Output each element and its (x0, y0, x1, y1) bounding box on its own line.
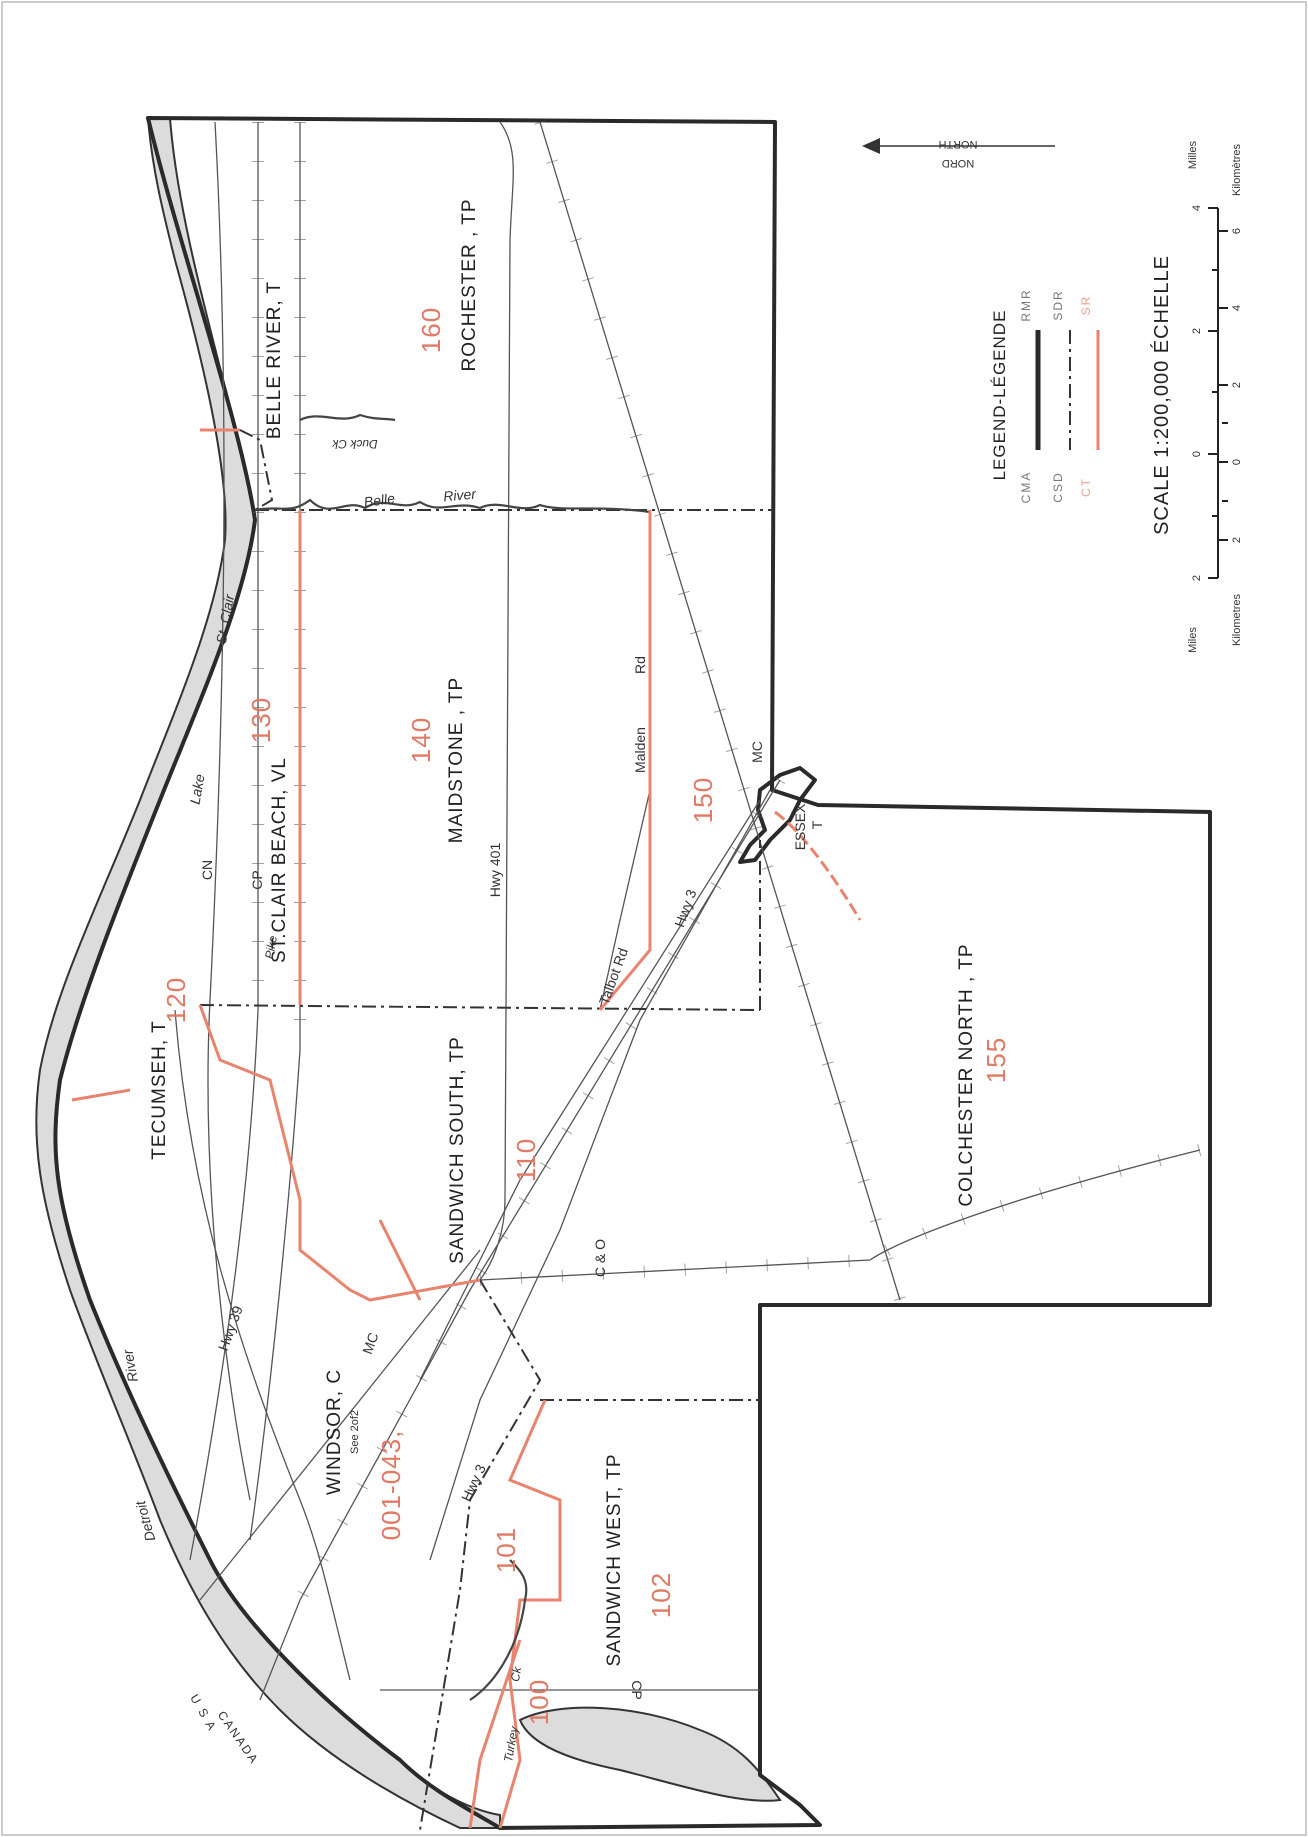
ct-110: 110 (511, 1138, 541, 1182)
railway-hwy3-rail (419, 799, 761, 1381)
label-mc-west: MC (359, 1330, 381, 1356)
road-north-parallel (207, 121, 251, 1501)
belle-river-stream (254, 498, 651, 514)
road-west-diag (199, 1249, 481, 1601)
label-belle: Belle (363, 490, 396, 510)
railway-cn (249, 122, 301, 1541)
label-canada: CANADA (215, 1708, 262, 1767)
scale-miles-label: Miles (1187, 627, 1199, 653)
ct-102: 102 (646, 1572, 676, 1618)
legend-title: LEGEND-LÉGENDE (990, 310, 1009, 481)
river-island (518, 1706, 782, 1802)
label-st-clair: St. Clair (213, 592, 238, 645)
label-malden-rd: Rd (632, 656, 648, 674)
ct-160: 160 (416, 307, 446, 353)
label-sandwich-south: SANDWICH SOUTH, TP (447, 1036, 468, 1264)
label-pike-ck: Pike (262, 934, 280, 960)
scale-km-0: 0 (1231, 459, 1243, 465)
label-tecumseh: TECUMSEH, T (149, 1020, 170, 1159)
label-co: C & O (592, 1239, 608, 1277)
road-hwy39 (174, 1009, 351, 1681)
label-hwy3-west: Hwy 3 (458, 1462, 489, 1504)
label-detroit: Detroit (132, 1498, 158, 1543)
ct-boundary-essex (774, 810, 862, 921)
scale-mile-2: 2 (1191, 575, 1203, 581)
label-turkey: Turkey (501, 1724, 521, 1763)
label-st-clair-beach: ST.CLAIR BEACH, VL (269, 757, 290, 963)
label-essex-type: T (809, 820, 825, 829)
legend-ct-en: CT (1079, 477, 1093, 497)
ct-130: 130 (246, 697, 276, 743)
label-windsor-note: See 2of2 (349, 1410, 361, 1454)
label-colchester-north: COLCHESTER NORTH , TP (956, 943, 977, 1206)
ct-155: 155 (981, 1037, 1011, 1083)
railway-cp (189, 122, 259, 1561)
scale-bar: SCALE 1:200,000 ÉCHELLE 2 0 2 4 2 0 2 4 … (1150, 140, 1243, 652)
scale-km-2: 2 (1231, 537, 1243, 543)
nord-label: NORD (942, 157, 974, 169)
label-essex: ESSEX, (792, 800, 808, 851)
legend-ct-fr: SR (1079, 295, 1093, 316)
label-cn: CN (199, 860, 215, 880)
scale-km-2b: 2 (1231, 382, 1243, 388)
legend-cma-en: CMA (1019, 471, 1033, 504)
scale-km-6: 6 (1231, 228, 1243, 234)
label-windsor: WINDSOR, C (324, 1369, 345, 1495)
csd-boundary-belle-river (239, 429, 274, 511)
scale-mile-4: 4 (1191, 205, 1203, 211)
scale-mile-0: 0 (1191, 451, 1203, 457)
scale-title: SCALE 1:200,000 ÉCHELLE (1150, 255, 1173, 535)
legend-csd-fr: SDR (1051, 289, 1065, 320)
label-usa: U S A (187, 1692, 219, 1734)
csd-boundary-windsor (419, 1279, 542, 1831)
label-cp-south: CP (629, 1680, 645, 1699)
ct-140: 140 (406, 717, 436, 763)
ct-120: 120 (161, 977, 191, 1023)
label-river: River (119, 1347, 141, 1383)
road-hwy3 (429, 789, 771, 1561)
label-rochester: ROCHESTER , TP (459, 198, 480, 371)
ct-001-043: 001-043, (376, 1430, 406, 1541)
north-arrow: NORTH NORD (862, 138, 1055, 169)
label-mc-east: MC (749, 741, 765, 763)
label-cp-north: CP (249, 870, 265, 889)
label-belle-river-stream: River (443, 486, 478, 505)
ct-100: 100 (524, 1679, 554, 1725)
scale-km-label-fr: Kilomètres (1231, 144, 1243, 196)
road-hwy401 (479, 121, 514, 1281)
turkey-creek (469, 1559, 528, 1701)
label-hwy401: Hwy 401 (487, 843, 503, 898)
cma-boundary (53, 116, 1212, 1830)
scale-km-4: 4 (1231, 305, 1243, 311)
legend-csd-en: CSD (1051, 471, 1065, 502)
north-label: NORTH (938, 138, 977, 150)
ct-boundaries (71, 428, 652, 1829)
legend-cma-fr: RMR (1019, 288, 1033, 321)
label-sandwich-west: SANDWICH WEST, TP (604, 1454, 625, 1667)
label-ck: Ck (508, 1665, 525, 1683)
label-lake: Lake (187, 773, 208, 806)
railway-ticks (252, 120, 1202, 1603)
legend: LEGEND-LÉGENDE CMA RMR CSD SDR CT SR (990, 288, 1100, 504)
label-maidstone: MAIDSTONE , TP (446, 677, 467, 843)
label-hwy3-east: Hwy 3 (671, 887, 699, 929)
scale-milles-label: Milles (1187, 140, 1199, 169)
label-belle-river: BELLE RIVER, T (264, 281, 285, 439)
label-malden: Malden (632, 727, 648, 773)
label-duck-ck: Duck Ck (331, 437, 377, 451)
label-hwy39: Hwy 39 (215, 1303, 246, 1353)
csd-boundary-maidstone-south (199, 1004, 761, 1011)
label-talbot-rd: Talbot Rd (596, 946, 631, 1007)
scale-mile-2b: 2 (1191, 328, 1203, 334)
ct-150: 150 (688, 777, 718, 823)
essex-town-outline (738, 766, 817, 864)
road-talbot (599, 789, 651, 1011)
ct-101: 101 (491, 1527, 521, 1573)
duck-creek (299, 413, 396, 422)
scale-km-label: Kilometres (1231, 594, 1243, 646)
